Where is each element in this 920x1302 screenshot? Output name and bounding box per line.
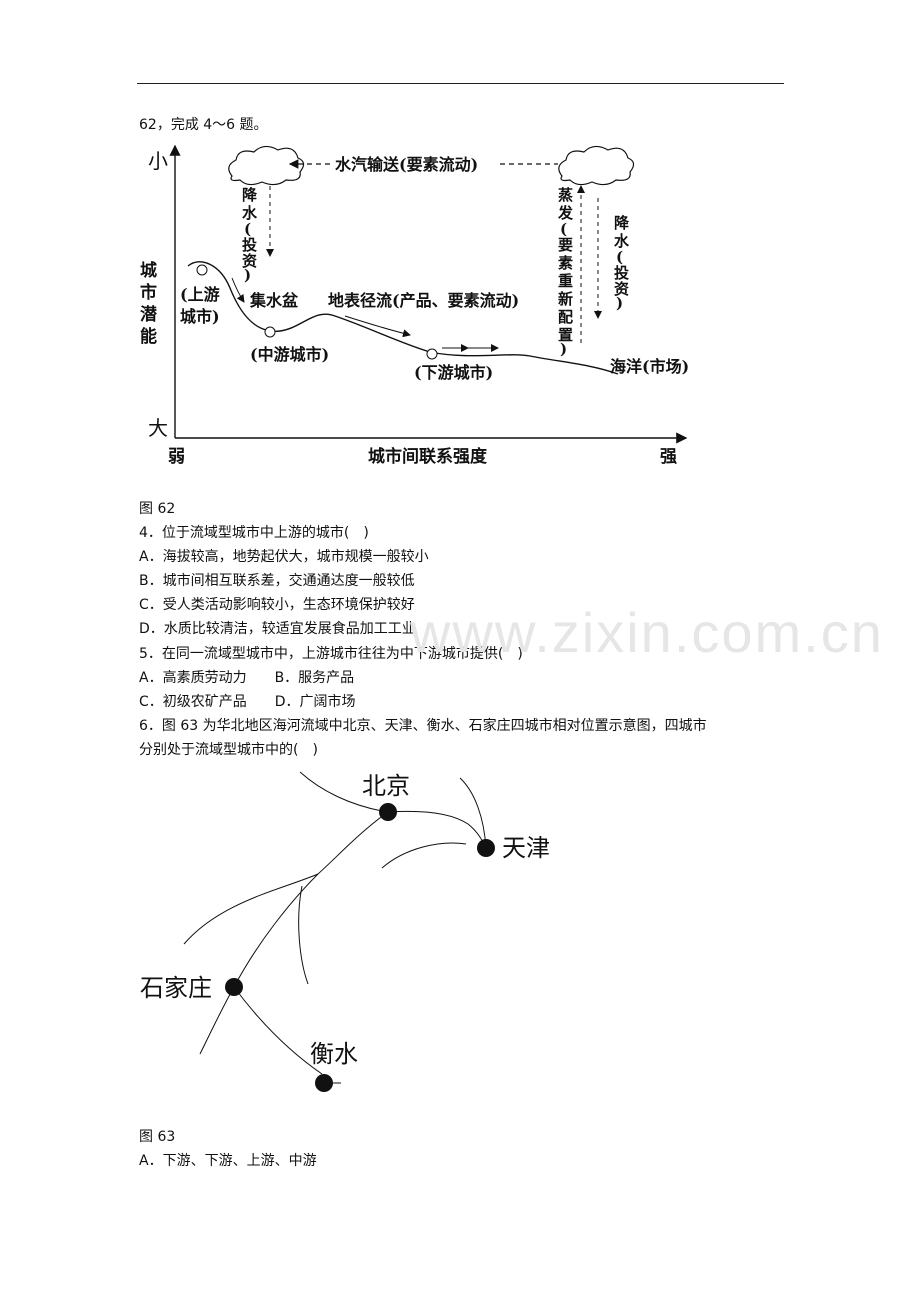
svg-text:发: 发 [557,204,574,222]
q6-stem-line2: 分别处于流域型城市中的( ) [139,742,318,758]
axis-top-label: 小 [148,149,168,173]
terrain-curve [187,261,619,375]
q5-options-cd: C．初级农矿产品 D．广阔市场 [139,694,356,710]
svg-text:置: 置 [558,326,573,344]
q4-option-c: C．受人类活动影响较小，生态环境保护较好 [139,597,415,613]
svg-text:市: 市 [140,282,157,303]
beijing-label: 北京 [362,772,410,800]
svg-text:(: ( [560,220,567,238]
shijiazhuang-label: 石家庄 [140,974,212,1002]
svg-text:素: 素 [558,254,573,272]
svg-text:降: 降 [242,186,258,204]
svg-text:新: 新 [558,290,573,308]
svg-text:配: 配 [558,308,573,326]
q5-options-ab: A．高素质劳动力 B．服务产品 [139,670,355,686]
svg-text:(: ( [616,248,623,266]
midstream-label: (中游城市) [250,345,329,364]
svg-text:): ) [560,340,567,358]
svg-text:能: 能 [140,326,157,347]
flow-arrow-1 [231,277,245,303]
svg-text:): ) [616,294,623,312]
axis-bottom-label: 大 [148,416,168,440]
x-left-label: 弱 [168,447,185,467]
intro-text: 62，完成 4～6 题。 [139,117,268,133]
svg-text:投: 投 [614,264,629,282]
upstream-label-1: (上游 [180,285,220,304]
cloud-icon-left [228,145,305,186]
q4-stem: 4．位于流域型城市中上游的城市( ) [139,525,369,541]
shijiazhuang-marker [225,978,243,996]
svg-text:降: 降 [614,214,630,232]
q4-option-b: B．城市间相互联系差，交通通达度一般较低 [139,573,415,589]
upstream-label-2: 城市) [180,307,220,326]
q4-option-a: A．海拔较高，地势起伏大，城市规模一般较小 [139,549,429,565]
svg-text:(: ( [244,220,251,238]
figure-62-diagram: 小 大 城 市 潜 能 弱 城市间联系强度 强 水汽输送(要素流动) 降 水 (… [140,144,689,467]
downstream-city-marker [426,348,438,360]
svg-text:投: 投 [242,236,257,254]
svg-text:资: 资 [614,280,629,298]
tianjin-marker [477,839,495,857]
y-axis-label: 城 市 潜 能 [140,261,158,347]
svg-text:蒸: 蒸 [558,186,573,204]
river-network [183,771,487,1075]
tianjin-label: 天津 [502,834,550,862]
rain-right-label: 降 水 ( 投 资 ) [614,214,630,312]
svg-text:水: 水 [614,232,630,250]
evaporation-label: 蒸 发 ( 要 素 重 新 配 置 ) [557,186,574,358]
midstream-city-marker [264,326,276,338]
q5-stem: 5．在同一流域型城市中，上游城市往往为中下游城市提供( ) [139,646,523,662]
hengshui-label: 衡水 [310,1040,358,1068]
basin-label: 集水盆 [249,291,299,310]
svg-text:要: 要 [558,236,573,254]
upstream-city-marker [196,264,208,276]
x-axis-label: 城市间联系强度 [368,446,488,467]
q4-option-d: D．水质比较清洁，较适宜发展食品加工工业 [139,621,416,637]
hengshui-marker [315,1074,333,1092]
flow-arrow-2 [344,315,411,338]
q6-option-a: A．下游、下游、上游、中游 [139,1153,317,1169]
svg-text:城: 城 [140,261,157,281]
caption-63: 图 63 [139,1129,176,1145]
svg-text:水: 水 [242,204,258,222]
header-rule [137,83,784,84]
svg-text:重: 重 [558,272,573,290]
svg-text:): ) [244,266,251,284]
ocean-label: 海洋(市场) [610,357,689,376]
cloud-icon-right [558,145,635,186]
transport-label: 水汽输送(要素流动) [335,155,478,174]
q6-stem-line1: 6．图 63 为华北地区海河流域中北京、天津、衡水、石家庄四城市相对位置示意图，… [139,718,707,734]
downstream-label: (下游城市) [414,363,493,382]
x-right-label: 强 [660,447,677,467]
watermark: www.zixin.com.cn [410,601,884,664]
caption-62: 图 62 [139,501,176,517]
runoff-label: 地表径流(产品、要素流动) [328,291,519,310]
svg-text:潜: 潜 [140,304,158,325]
beijing-marker [379,803,397,821]
svg-text:资: 资 [242,252,257,270]
rain-left-label: 降 水 ( 投 资 ) [242,186,258,284]
figure-63-map: 北京 天津 石家庄 衡水 [140,771,550,1092]
